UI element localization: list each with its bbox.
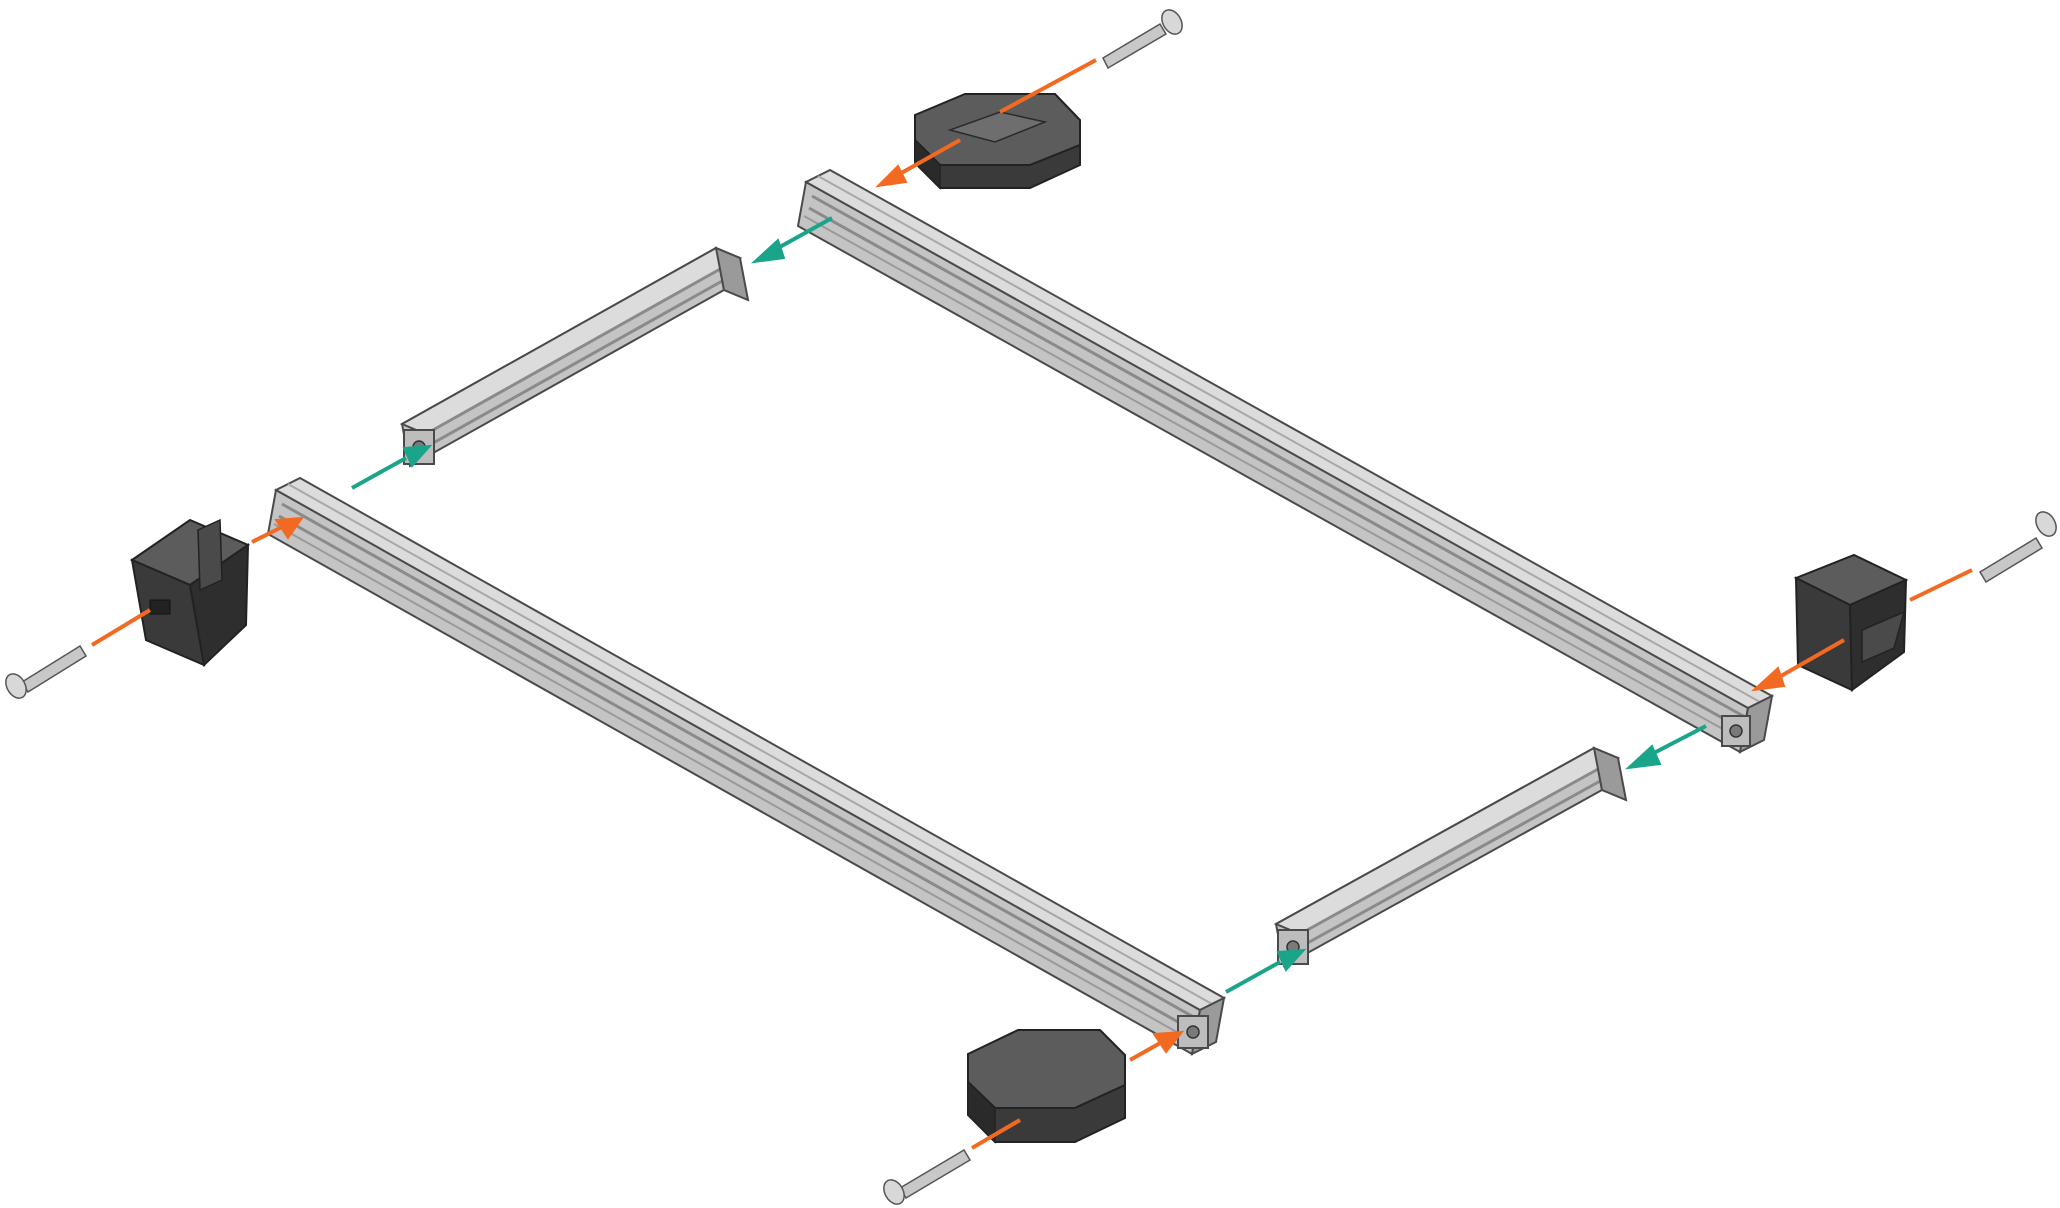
corner-block-right	[1793, 553, 1909, 692]
bolt-insert-arrow	[970, 1030, 1185, 1150]
bolt-bottom	[883, 1148, 972, 1205]
extrusion-slide-arrow	[351, 444, 433, 490]
bolt-insert-arrow	[1750, 568, 1973, 692]
short-extrusion-lower	[1273, 746, 1628, 968]
bolt-right	[1978, 511, 2057, 584]
bolt-insert-arrow	[875, 58, 1097, 188]
long-extrusion-upper	[796, 168, 1775, 754]
extrusion-slide-arrow	[750, 216, 833, 264]
bolt-top-right	[1102, 9, 1183, 70]
bolt-insert-arrow	[90, 516, 305, 647]
bolt-left	[5, 644, 88, 699]
extrusion-slide-arrow	[1625, 724, 1707, 770]
short-extrusion-upper	[399, 246, 750, 468]
corner-block-left	[129, 518, 251, 668]
corner-block-bottom	[967, 1029, 1126, 1144]
extrusion-slide-arrow	[1225, 948, 1307, 994]
long-extrusion-lower	[266, 476, 1227, 1056]
corner-block-top	[914, 93, 1081, 190]
